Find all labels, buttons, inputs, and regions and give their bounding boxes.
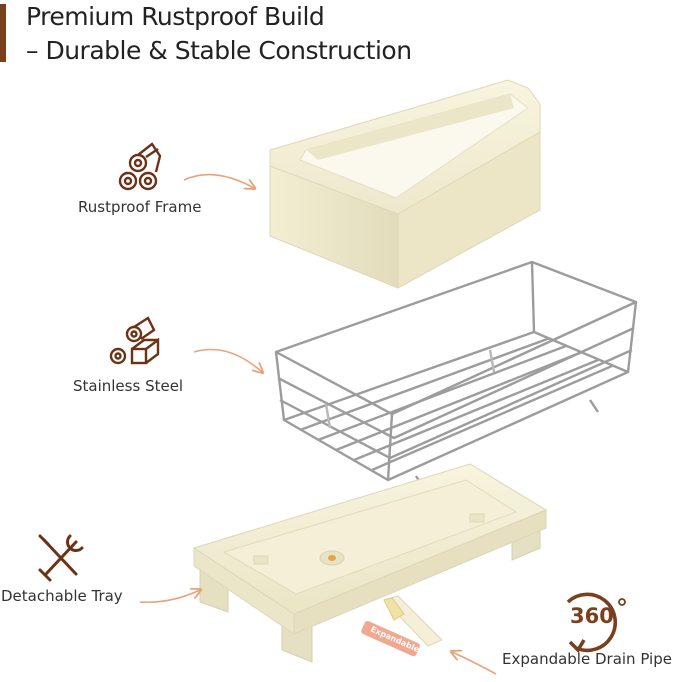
rotate-360-badge-text: 360: [570, 604, 614, 628]
page-title: Premium Rustproof Build – Durable & Stab…: [26, 0, 412, 68]
drain-arrow: [452, 652, 497, 675]
wood-blocks-icon: [109, 316, 160, 365]
title-accent-bar: [0, 4, 6, 62]
tray-arrow: [139, 590, 200, 604]
expandable-drain-pipe-label: Expandable Drain Pipe: [502, 650, 672, 668]
tools-icon: [38, 534, 84, 582]
stainless-steel-label: Stainless Steel: [73, 377, 184, 395]
frame-arrow: [183, 173, 254, 188]
rustproof-frame-product: [269, 79, 541, 289]
title-line-1: Premium Rustproof Build: [26, 2, 325, 31]
pointer-arrows: [139, 173, 497, 675]
logs-icon: [118, 142, 162, 191]
title-line-2: – Durable & Stable Construction: [26, 36, 412, 65]
detachable-tray-product: [192, 463, 548, 663]
rotate-360-icon: [566, 592, 626, 653]
stainless-steel-basket-product: [274, 260, 638, 489]
steel-arrow: [193, 348, 262, 373]
rustproof-frame-label: Rustproof Frame: [78, 198, 202, 216]
detachable-tray-label: Detachable Tray: [1, 587, 123, 605]
